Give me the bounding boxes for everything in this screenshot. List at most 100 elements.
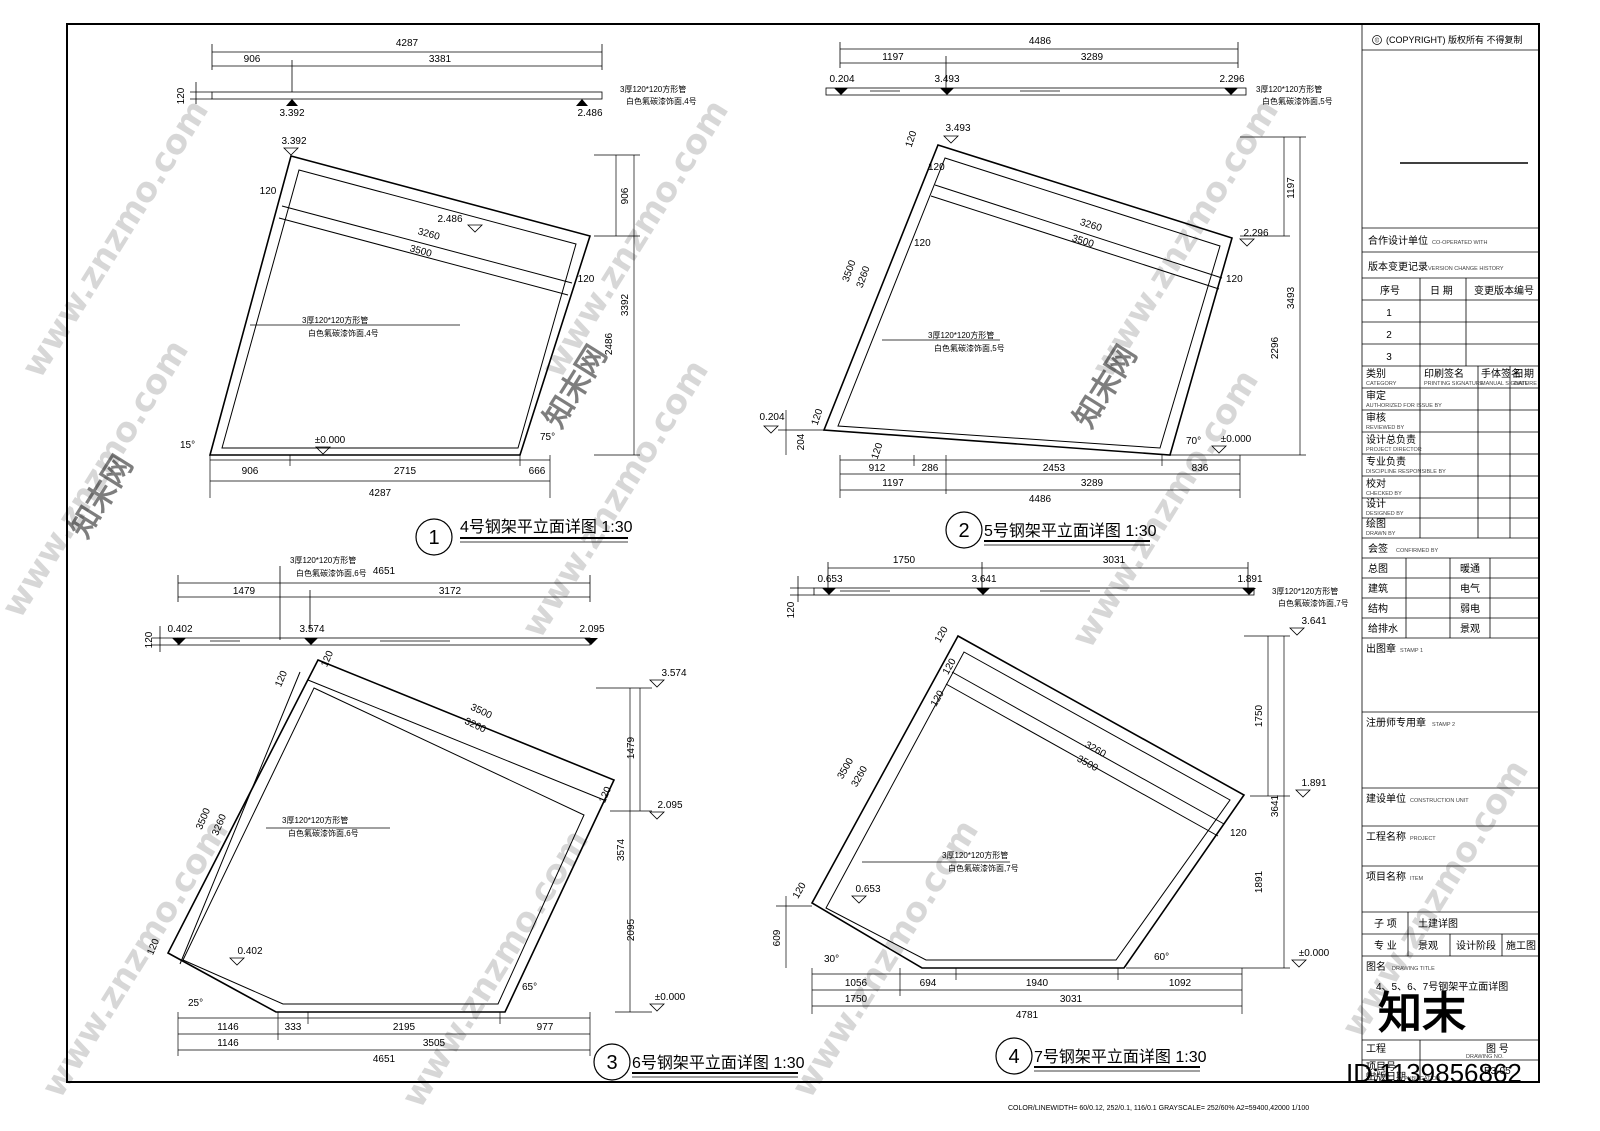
sign-row-en: DESIGNED BY	[1366, 511, 1404, 517]
dim-label: 4651	[373, 566, 396, 577]
dim-label: 120	[810, 407, 826, 427]
dim-label: 120	[597, 785, 614, 805]
dim-label: 3289	[1081, 478, 1104, 489]
dim-label: 204	[796, 433, 807, 450]
col-version: 变更版本编号	[1474, 284, 1534, 297]
dim-label: 3260	[416, 226, 441, 242]
level-marker-icon	[584, 638, 598, 645]
sign-row-en: CHECKED BY	[1366, 491, 1402, 497]
sign-row-en: DRAWN BY	[1366, 531, 1396, 537]
stamp1-label-en: STAMP 1	[1400, 648, 1423, 654]
dim-label: 1479	[233, 586, 256, 597]
manual-signature: 手体签名	[1481, 367, 1521, 380]
dim-label: 4781	[1016, 1010, 1039, 1021]
publication-date-label: 出版日期	[1366, 1070, 1406, 1083]
project-label-en: PROJECT	[1410, 836, 1436, 842]
level-marker-icon	[943, 135, 959, 144]
sign-row-en: AUTHORIZED FOR ISSUE BY	[1366, 403, 1442, 409]
level-marker-icon	[649, 679, 665, 688]
title-block: © (COPYRIGHT) 版权所有 不得复制 合作设计单位 CO-OPERAT…	[1361, 24, 1539, 1083]
material-note: 3厚120*120方形管	[1272, 586, 1338, 596]
drawing-4: 4287 906 3381 120 3.392 2.486 3厚120*120方…	[176, 38, 697, 556]
level-label: 0.653	[817, 574, 842, 585]
copyright-icon	[1372, 35, 1382, 45]
dim-label: 120	[786, 601, 797, 618]
dim-label: 120	[260, 186, 277, 197]
drawing-title-value: 4、5、6、7号钢架平立面详图	[1376, 980, 1508, 993]
level-label: 2.296	[1219, 74, 1244, 85]
material-note: 白色氟碳漆饰面,4号	[626, 96, 697, 106]
material-note: 白色氟碳漆饰面,6号	[296, 568, 367, 578]
level-label: 2.486	[577, 108, 602, 119]
dim-label: 120	[1226, 274, 1243, 285]
drawing-5: 4486 1197 3289 0.204 3.493 2.296 3厚120*1…	[759, 36, 1333, 549]
dim-label: 3172	[439, 586, 462, 597]
stage-value: 施工图	[1506, 939, 1536, 952]
level-marker-icon	[315, 446, 331, 455]
discipline: 弱电	[1460, 602, 1480, 615]
print-signature: 印刷签名	[1424, 367, 1464, 380]
discipline: 结构	[1368, 602, 1388, 615]
dim-label: 120	[176, 87, 187, 104]
level-marker-icon	[576, 99, 588, 106]
dim-label: 1750	[845, 994, 868, 1005]
drawing-title: 7号钢架平立面详图 1:30	[1034, 1048, 1207, 1066]
dim-label: 836	[1192, 463, 1209, 474]
level-marker-icon	[940, 88, 954, 95]
dim-label: 3031	[1060, 994, 1083, 1005]
level-marker-icon	[1295, 789, 1311, 798]
dim-label: 3641	[1270, 794, 1281, 817]
level-marker-icon	[172, 638, 186, 645]
watermark-text: www.znzmo.com	[14, 93, 217, 385]
dim-label: 3031	[1103, 555, 1126, 566]
level-label: 3.641	[971, 574, 996, 585]
detail-number: 1	[428, 527, 439, 549]
level-marker-icon	[1211, 445, 1227, 454]
dim-label: 3500	[408, 243, 433, 259]
stamp1-label: 出图章	[1366, 642, 1396, 655]
item-no-label: 项目号	[1366, 1061, 1396, 1073]
level-marker-icon	[1291, 959, 1307, 968]
level-label: 3.641	[1301, 616, 1326, 627]
drawing-title-label: 图名	[1366, 960, 1386, 973]
item-label: 项目名称	[1366, 870, 1406, 883]
angle-label: 70°	[1186, 436, 1201, 447]
dim-label: 977	[537, 1022, 554, 1033]
detail-number: 4	[1008, 1046, 1019, 1068]
dim-label: 1146	[217, 1038, 239, 1049]
material-note: 3厚120*120方形管	[620, 84, 686, 94]
dim-label: 3260	[855, 264, 873, 289]
discipline: 电气	[1460, 582, 1480, 595]
level-label: 2.095	[579, 624, 604, 635]
level-marker-icon	[763, 425, 779, 434]
angle-label: 75°	[540, 432, 555, 443]
level-marker-icon	[283, 147, 299, 156]
dim-label: 609	[772, 929, 783, 946]
drawing-title: 5号钢架平立面详图 1:30	[984, 522, 1157, 540]
dim-label: 3574	[616, 838, 627, 861]
date-label: 日期	[1514, 368, 1534, 380]
sheet-border	[66, 23, 1540, 1083]
dim-label: 2486	[604, 332, 615, 355]
drawing-title-label-en: DRAWING TITLE	[1392, 966, 1435, 972]
material-note: 白色氟碳漆饰面,6号	[288, 828, 359, 838]
level-label: 0.653	[855, 884, 880, 895]
discipline: 景观	[1460, 623, 1480, 635]
level-label: 0.402	[167, 624, 192, 635]
dim-label: 2095	[626, 918, 637, 941]
level-marker-icon	[834, 88, 848, 95]
sign-row: 审核	[1366, 411, 1386, 424]
level-marker-icon	[1239, 238, 1255, 247]
dim-label: 2453	[1043, 463, 1066, 474]
material-note: 3厚120*120方形管	[942, 850, 1008, 860]
dim-label: 4486	[1029, 494, 1052, 505]
detail-number: 2	[958, 520, 969, 542]
dim-label: 120	[273, 669, 290, 689]
dim-label: 120	[791, 880, 809, 900]
dim-label: 120	[914, 238, 931, 249]
item-no-label-en: ITEM NO.	[1366, 1073, 1391, 1079]
stamp2-label: 注册师专用章	[1366, 716, 1426, 729]
dim-label: 1750	[893, 555, 916, 566]
dim-label: 906	[620, 187, 631, 204]
